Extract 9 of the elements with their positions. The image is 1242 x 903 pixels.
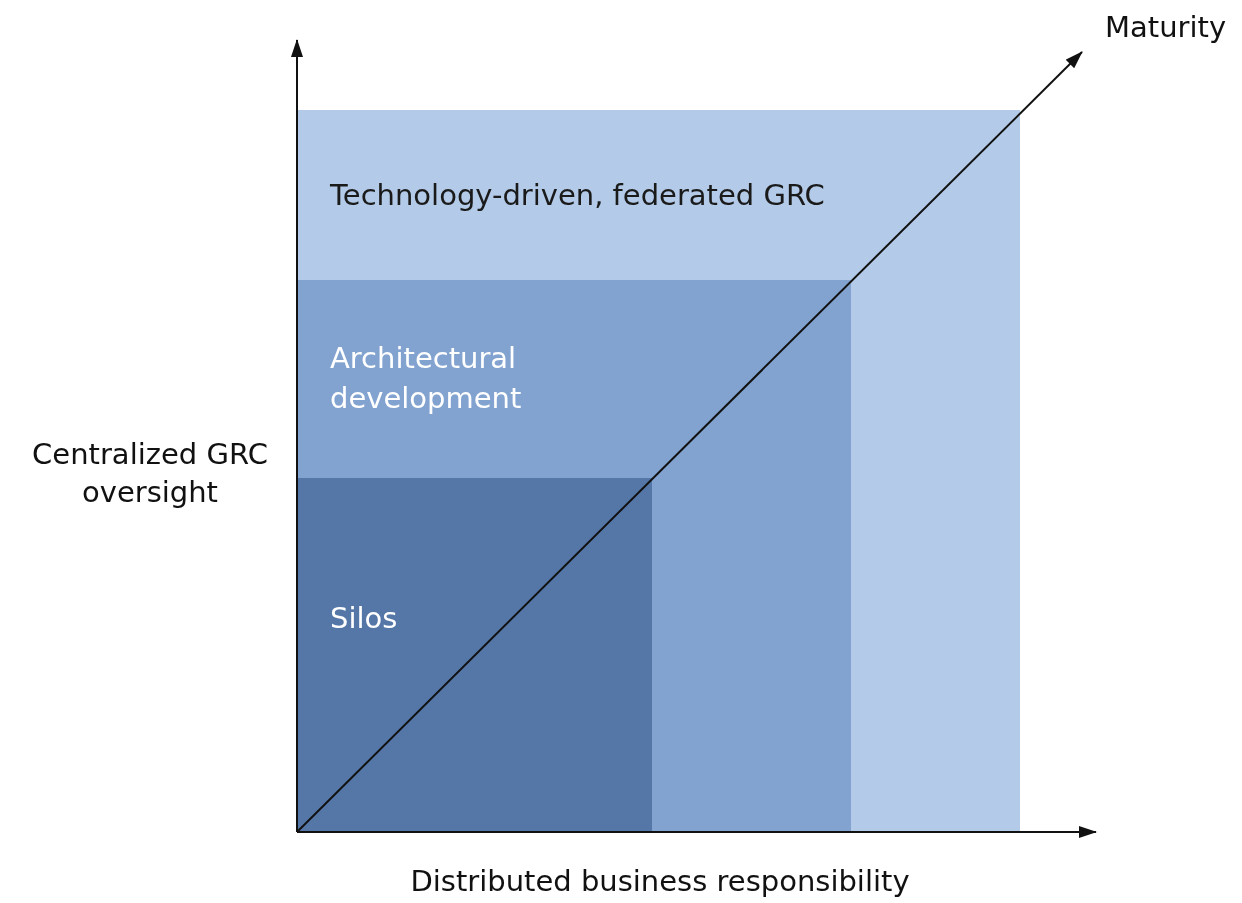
stage-area	[297, 110, 1020, 832]
axis-label: Maturity	[1105, 9, 1228, 46]
stage-area	[297, 478, 652, 832]
stage-label: Technology-driven, federated GRC	[330, 177, 826, 214]
stage-label: Architectural development	[330, 340, 523, 417]
stage-label: Silos	[330, 600, 399, 637]
axis-label: Centralized GRC oversight	[31, 436, 269, 511]
axis-label: Distributed business responsibility	[409, 863, 911, 900]
stage-area	[297, 280, 851, 832]
